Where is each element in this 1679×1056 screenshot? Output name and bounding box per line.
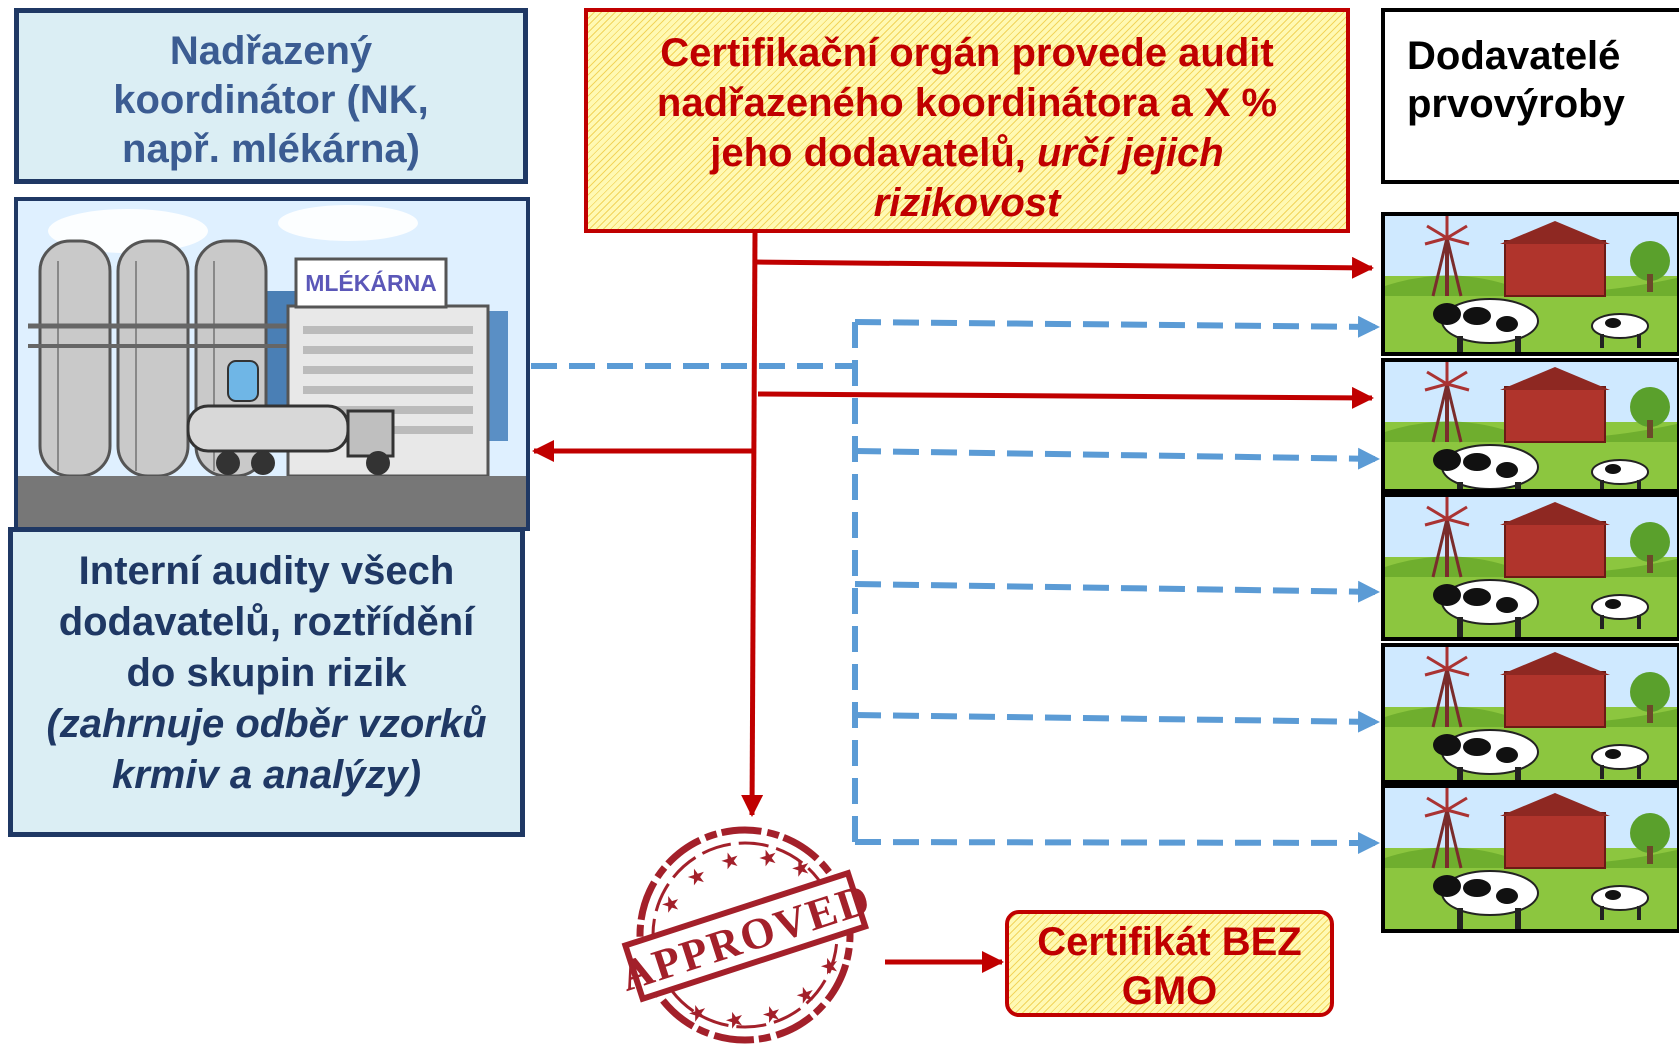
farm-cow-icon [1385,497,1677,637]
gmo-free-certificate-box: Certifikát BEZ GMO [1005,910,1334,1017]
blue-arrow-farm-2 [854,447,1380,470]
svg-text:★: ★ [788,854,814,884]
dairy-illustration: MLÉKÁRNA [14,197,530,531]
nk-line-3: např. mlékárna) [122,127,420,171]
blue-arrow-farm-5 [854,831,1380,854]
audit-line-1: Interní audity všech [78,549,455,593]
suppliers-line-2: prvovýroby [1407,82,1625,126]
farm-cow-icon [1385,216,1677,352]
svg-text:★: ★ [658,890,684,920]
blue-arrow-farm-1 [854,315,1380,338]
cert-line-3-plain: jeho dodavatelů, [710,131,1037,175]
svg-text:★: ★ [684,863,710,893]
farm-illustration-3 [1381,493,1679,641]
svg-text:★: ★ [792,981,818,1011]
nk-line-2: koordinátor (NK, [113,78,429,122]
cert-line-3: jeho dodavatelů, určí jejich [588,128,1346,178]
result-line-1: Certifikát BEZ [1037,920,1302,964]
cert-line-3-italic: určí jejich [1036,131,1224,175]
farm-illustration-5 [1381,784,1679,933]
parent-coordinator-box: Nadřazený koordinátor (NK, např. mlékárn… [14,8,528,184]
cert-line-2: nadřazeného koordinátora a X % [656,81,1278,125]
suppliers-line-1: Dodavatelé [1407,34,1621,78]
approved-stamp-icon: APPROVED ★★★★★ ★★★★★ [614,826,876,1044]
red-arrow-farm-1 [754,256,1374,279]
farm-cow-icon [1385,362,1677,489]
farm-illustration-1 [1381,212,1679,356]
cert-line-1: Certifikační orgán provede audit [660,31,1274,75]
svg-text:★: ★ [717,846,743,876]
farm-illustration-4 [1381,643,1679,784]
farm-cow-icon [1385,647,1677,780]
blue-arrow-farm-4 [854,710,1380,733]
red-trunk-line [741,232,764,817]
audit-line-3: do skupin rizik [126,651,407,695]
primary-suppliers-box: Dodavatelé prvovýroby [1381,8,1679,184]
certification-body-box: Certifikační orgán provede audit nadřaze… [584,8,1350,233]
blue-arrow-farm-3 [854,580,1380,603]
audit-line-4: (zahrnuje odběr vzorků [46,702,487,746]
red-arrow-farm-2 [757,386,1374,409]
farm-illustration-2 [1381,358,1679,493]
internal-audits-box: Interní audity všech dodavatelů, roztříd… [8,527,525,837]
audit-line-5: krmiv a analýzy) [111,753,422,797]
audit-line-2: dodavatelů, roztřídění [58,600,475,644]
farm-cow-icon [1385,788,1677,929]
nk-line-1: Nadřazený [169,29,373,73]
result-line-2: GMO [1121,969,1218,1013]
dairy-sign-text: MLÉKÁRNA [305,269,437,296]
cert-line-4: rizikovost [873,181,1061,225]
svg-text:★: ★ [722,1006,748,1036]
